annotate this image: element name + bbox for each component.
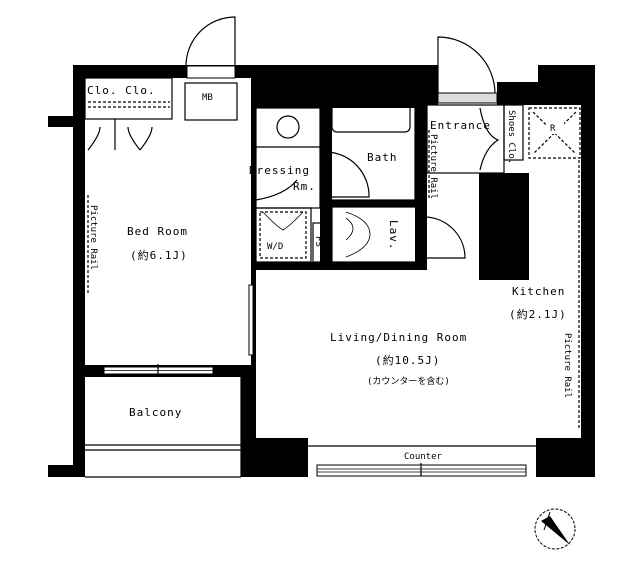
kitchen-size: (約2.1J) bbox=[509, 307, 567, 321]
balcony-label: Balcony bbox=[129, 406, 182, 419]
washer-circle bbox=[276, 115, 300, 139]
dressing-rm-label: Rm. bbox=[293, 180, 316, 193]
lav-label: Lav. bbox=[387, 220, 400, 251]
bedroom-label: Bed Room bbox=[127, 225, 188, 238]
living-size: (約10.5J) bbox=[375, 353, 440, 367]
refrigerator bbox=[528, 107, 581, 159]
ps-label: PS bbox=[313, 236, 323, 247]
north-arrow-icon bbox=[534, 508, 576, 550]
dressing-door[interactable] bbox=[255, 179, 298, 201]
shoes-closet-label: Shoes Clo. bbox=[506, 110, 516, 164]
picture-rail-kitchen: Picture Rail bbox=[562, 333, 572, 398]
lav-door[interactable] bbox=[424, 216, 466, 259]
kitchen-label: Kitchen bbox=[512, 285, 565, 298]
bath-label: Bath bbox=[367, 151, 398, 164]
living-note: (カウンターを含む) bbox=[367, 375, 450, 387]
walls bbox=[48, 65, 595, 477]
mb-label: MB bbox=[202, 93, 213, 103]
wd-label: W/D bbox=[267, 242, 283, 252]
kitchen-counter bbox=[484, 176, 529, 276]
closet-label: Clo. Clo. bbox=[87, 84, 156, 97]
closet bbox=[84, 77, 173, 120]
living-label: Living/Dining Room bbox=[330, 331, 467, 344]
bedroom-size: (約6.1J) bbox=[130, 248, 188, 262]
entrance-door[interactable] bbox=[437, 36, 496, 94]
closet-doors[interactable] bbox=[87, 126, 153, 151]
burner-icon bbox=[509, 196, 521, 208]
picture-rail-bedroom: Picture Rail bbox=[88, 205, 98, 270]
picture-rail-entrance: Picture Rail bbox=[428, 134, 438, 199]
mb-door[interactable] bbox=[185, 16, 236, 67]
entrance-sill bbox=[437, 92, 498, 104]
refrigerator-label: R bbox=[550, 124, 556, 134]
sink bbox=[490, 229, 525, 268]
counter-label: Counter bbox=[404, 452, 443, 462]
burner-icon bbox=[492, 196, 504, 208]
dressing-label: Dressing bbox=[249, 164, 310, 177]
entrance-label: Entrance bbox=[430, 119, 491, 132]
bath-door[interactable] bbox=[326, 151, 370, 198]
